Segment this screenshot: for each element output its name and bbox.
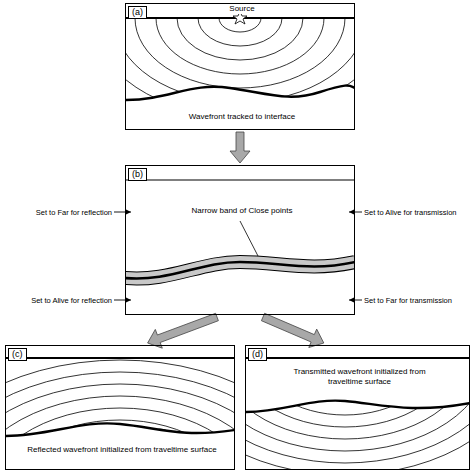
panel-tag: (c) bbox=[8, 348, 27, 361]
flow-arrow bbox=[230, 132, 250, 163]
panel-tag: (a) bbox=[128, 6, 147, 19]
flow-arrow bbox=[148, 313, 219, 348]
diagram-panel: (c) Reflected wavefront initialized from … bbox=[5, 345, 235, 470]
diagram-panel: (d) Transmitted wavefront initialized fro… bbox=[245, 345, 470, 470]
diagram-panel: (b) Narrow band of Close points bbox=[125, 165, 355, 315]
panel-tag: (d) bbox=[248, 348, 267, 361]
state-label: Set to Far for transmission bbox=[364, 296, 472, 305]
state-label: Set to Far for reflection bbox=[4, 208, 112, 217]
state-label: Set to Alive for reflection bbox=[4, 296, 112, 305]
panel-caption: Wavefront tracked to interface bbox=[166, 112, 318, 122]
panel-caption: Reflected wavefront initialized from tra… bbox=[21, 445, 223, 455]
state-label: Set to Alive for transmission bbox=[364, 208, 472, 217]
band-label: Narrow band of Close points bbox=[171, 206, 313, 216]
panel-tag: (b) bbox=[128, 168, 147, 181]
flow-arrow bbox=[261, 313, 323, 347]
source-label: Source bbox=[216, 4, 268, 14]
diagram-panel: (a) SourceWavefront tracked to interface bbox=[125, 3, 355, 130]
panel-caption: Transmitted wavefront initialized from t… bbox=[281, 367, 438, 387]
